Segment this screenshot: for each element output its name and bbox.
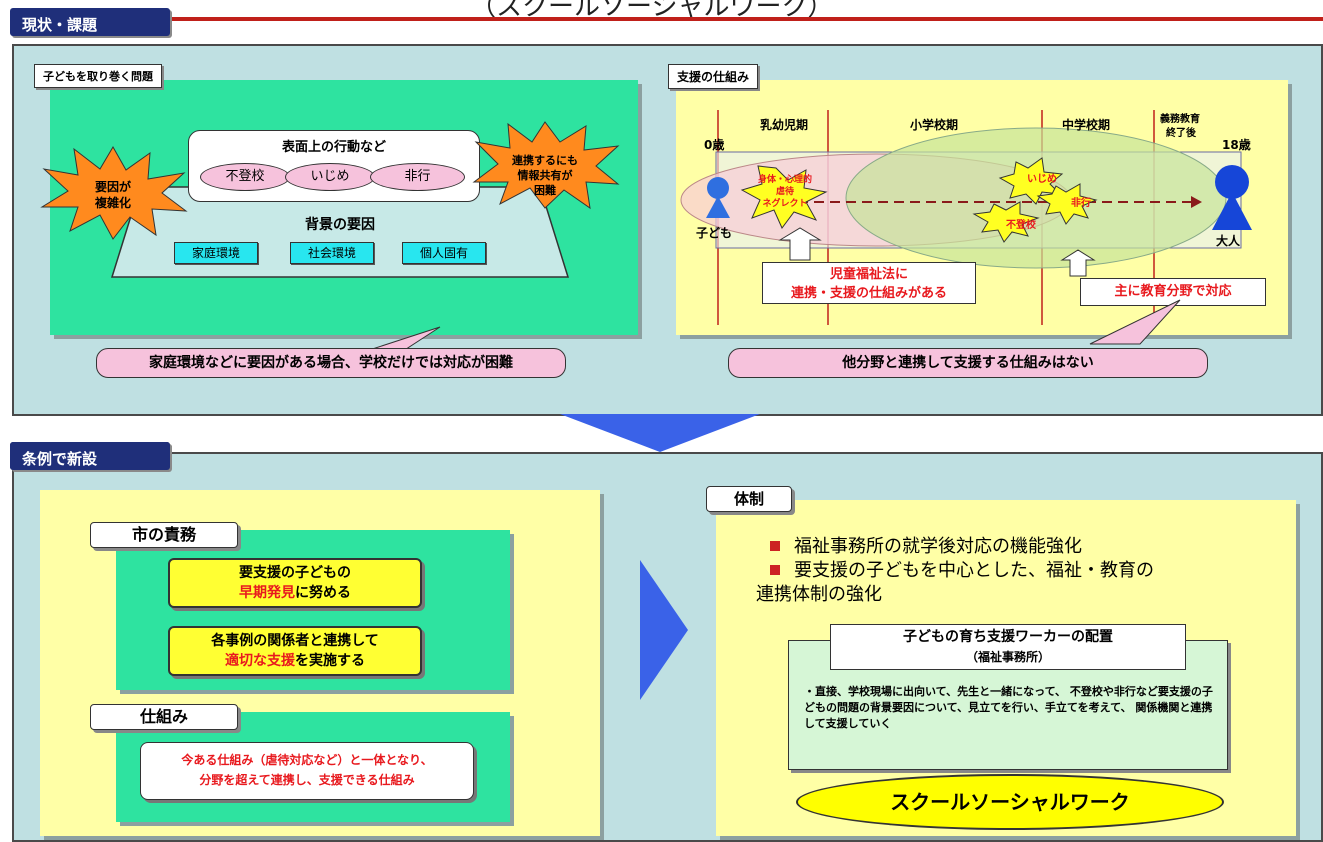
duty1-red: 早期発見 (239, 585, 295, 601)
bullet-square-icon (770, 565, 780, 575)
oval-ijime: いじめ (285, 163, 375, 191)
factor-home: 家庭環境 (174, 242, 258, 264)
ijime-star-text: いじめ (1027, 174, 1057, 185)
bullet-1: 福祉事務所の就学後対応の機能強化 (770, 532, 1082, 558)
compulsory-end-2: 終了後 (1166, 128, 1196, 139)
abuse-text-1: 身体・心理的 (757, 175, 812, 185)
star-complex-text2: 複雑化 (94, 196, 131, 210)
duty1-rest: に努める (295, 585, 351, 601)
bullet-1-text: 福祉事務所の就学後対応の機能強化 (794, 536, 1082, 557)
problem-label: 子どもを取り巻く問題 (34, 64, 162, 88)
oval-futoko: 不登校 (200, 163, 290, 191)
welfare-box-line2: 連携・支援の仕組みがある (790, 286, 947, 301)
education-box: 主に教育分野で対応 (1080, 278, 1266, 306)
worker-desc: ・直接、学校現場に出向いて、先生と一緒になって、 不登校や非行など要支援の子ども… (804, 685, 1213, 730)
factor-individual: 個人固有 (402, 242, 486, 264)
bullet-2-text: 要支援の子どもを中心とした、福祉・教育の (794, 560, 1154, 581)
abuse-text-2: 虐待 (775, 187, 794, 197)
welfare-box-line1: 児童福祉法に (829, 267, 908, 282)
mech-line1: 今ある仕組み（虐待対応など）と一体となり、 (181, 753, 433, 767)
support-label: 支援の仕組み (668, 64, 759, 89)
ssw-ellipse: スクールソーシャルワーク (796, 774, 1224, 830)
section-header-current: 現状・課題 (10, 8, 170, 36)
welfare-box: 児童福祉法に 連携・支援の仕組みがある (762, 262, 976, 304)
bullet-square-icon (770, 541, 780, 551)
period-elementary: 小学校期 (910, 118, 959, 132)
bullet-2-cont: 連携体制の強化 (756, 584, 882, 605)
system-label: 体制 (706, 486, 792, 512)
section-header-new-front: 条例で新設 (10, 442, 170, 470)
age-eighteen: 18歳 (1222, 138, 1251, 152)
duty2-line2: 適切な支援を実施する (170, 651, 420, 671)
duty1-line2: 早期発見に努める (170, 583, 420, 603)
timeline-diagram (680, 110, 1252, 325)
duty2-line1: 各事例の関係者と連携して (211, 633, 379, 649)
star-sharing-text2: 情報共有が (517, 169, 573, 182)
mech-label: 仕組み (90, 704, 238, 730)
duty-box-2: 各事例の関係者と連携して 適切な支援を実施する (168, 626, 422, 676)
period-infant: 乳幼児期 (760, 118, 809, 132)
star-complex-icon (40, 146, 188, 240)
adult-label: 大人 (1216, 234, 1241, 248)
down-arrow-icon (560, 414, 760, 452)
duty2-red: 適切な支援 (225, 653, 295, 669)
mech-line2: 分野を超えて連携し、支援できる仕組み (199, 773, 415, 787)
compulsory-end-1: 義務教育 (1160, 114, 1200, 125)
abuse-text-3: ネグレクト (762, 199, 808, 209)
duty-label: 市の責務 (90, 522, 238, 548)
period-junior: 中学校期 (1062, 118, 1111, 132)
oval-hiko: 非行 (370, 163, 465, 191)
surface-title: 表面上の行動など (281, 140, 386, 155)
star-complex-text1: 要因が (94, 180, 131, 194)
hiko-star-text: 非行 (1071, 198, 1091, 209)
right-arrow-icon (640, 560, 688, 700)
bullet-2: 要支援の子どもを中心とした、福祉・教育の (770, 556, 1154, 582)
worker-sub: （福祉事務所） (965, 650, 1050, 664)
duty2-rest: を実施する (295, 653, 365, 669)
duty1-line1: 要支援の子どもの (239, 565, 351, 581)
page-title: （スクールソーシャルワーク） (470, 0, 834, 22)
callout-right: 他分野と連携して支援する仕組みはない (728, 348, 1208, 378)
callout-left: 家庭環境などに要因がある場合、学校だけでは対応が困難 (96, 348, 566, 378)
worker-title-box: 子どもの育ち支援ワーカーの配置 （福祉事務所） (830, 624, 1186, 670)
child-label: 子ども (696, 226, 733, 240)
age-zero: 0歳 (704, 138, 725, 152)
star-sharing-icon (472, 121, 620, 210)
factor-society: 社会環境 (290, 242, 374, 264)
background-title: 背景の要因 (305, 217, 375, 233)
header-rule (172, 17, 1323, 21)
callout-right-tail (1089, 299, 1181, 345)
star-sharing-text3: 困難 (534, 184, 556, 197)
futoko-star-text: 不登校 (1006, 220, 1036, 231)
star-sharing-text1: 連携するにも (512, 154, 578, 167)
worker-title: 子どもの育ち支援ワーカーの配置 (903, 629, 1113, 645)
duty-box-1: 要支援の子どもの 早期発見に努める (168, 558, 422, 608)
mech-box: 今ある仕組み（虐待対応など）と一体となり、 分野を超えて連携し、支援できる仕組み (140, 742, 474, 800)
